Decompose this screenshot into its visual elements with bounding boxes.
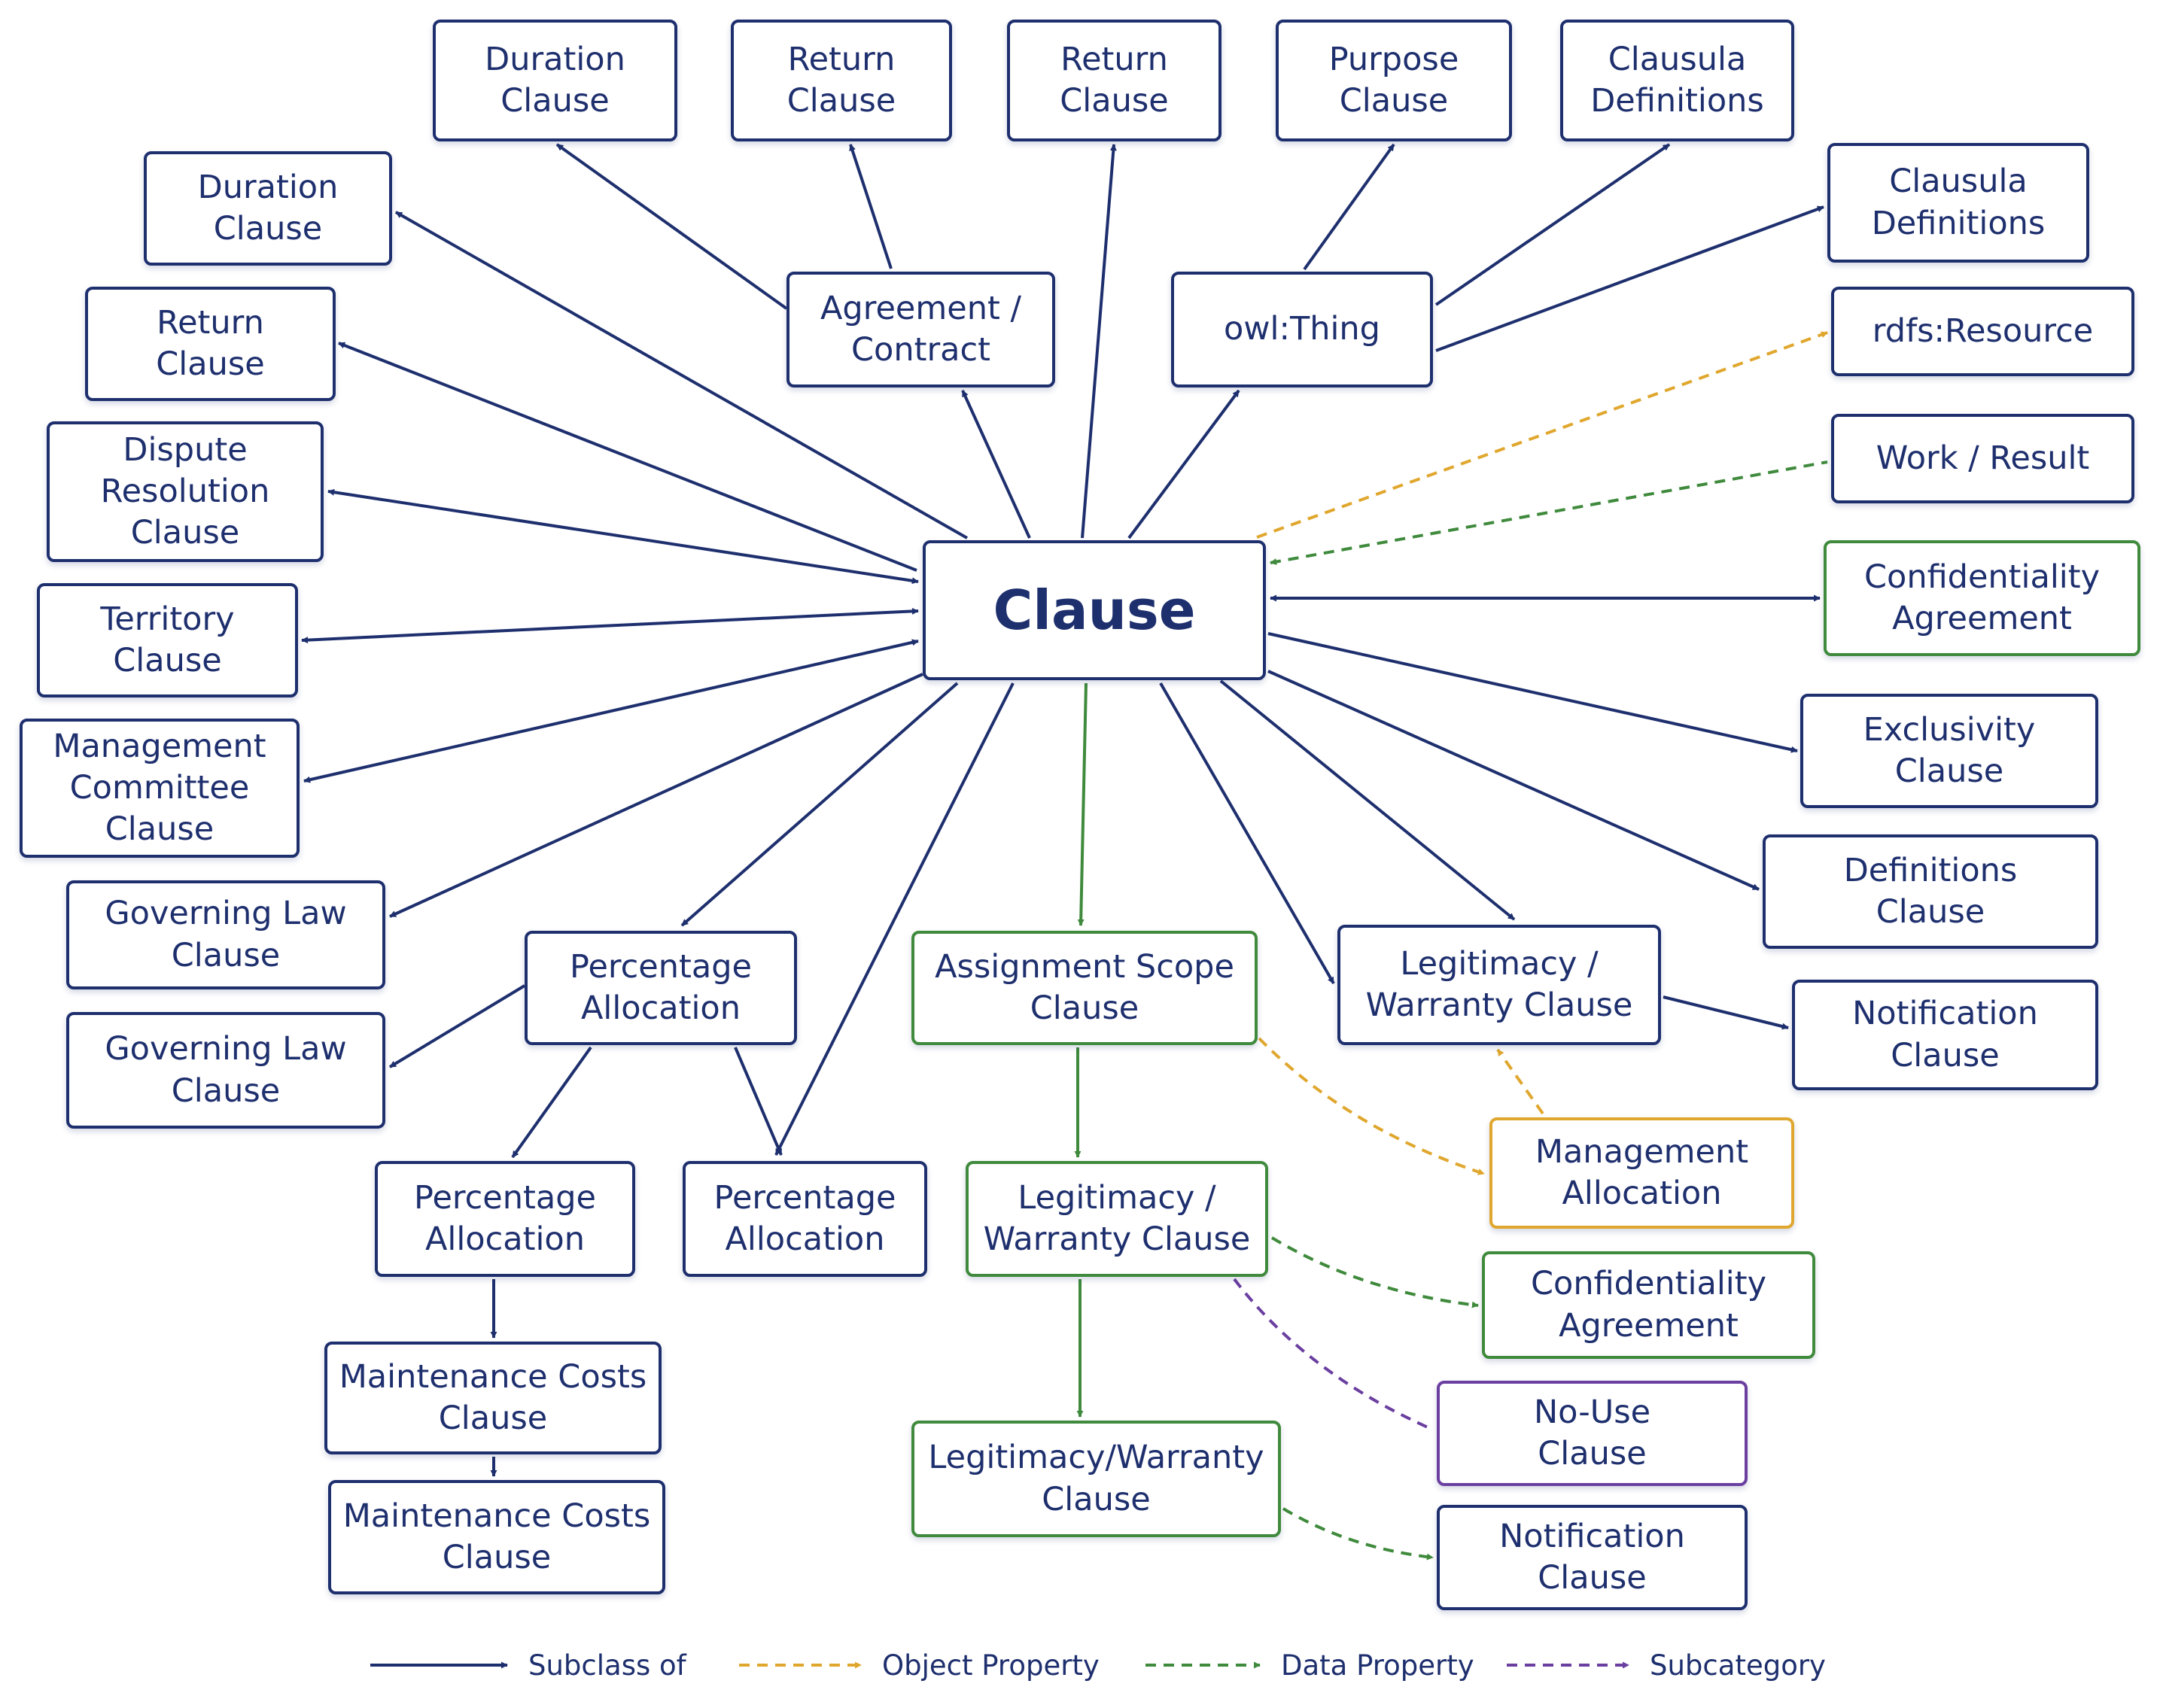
node-legitimacy-warranty-clause-3: Legitimacy/Warranty Clause bbox=[911, 1421, 1281, 1537]
edge-territory-to-clause bbox=[301, 607, 919, 644]
legend-data-line bbox=[1145, 1661, 1261, 1669]
edge-agreement-to-duration-top bbox=[555, 143, 788, 310]
node-notification-clause-1: Notification Clause bbox=[1792, 980, 2098, 1090]
edge-clause-to-definitions bbox=[1267, 670, 1760, 891]
node-owl-thing: owl:Thing bbox=[1171, 272, 1433, 387]
edge-clause-to-legit-1b bbox=[1219, 679, 1516, 921]
node-percentage-allocation-2: Percentage Allocation bbox=[375, 1161, 635, 1277]
node-agreement-contract: Agreement / Contract bbox=[786, 272, 1055, 387]
node-duration-clause-top: Duration Clause bbox=[433, 20, 677, 141]
node-percentage-allocation-1: Percentage Allocation bbox=[525, 931, 797, 1045]
edge-pct1-to-pct3 bbox=[734, 1047, 783, 1156]
node-clausula-definitions-top: Clausula Definitions bbox=[1560, 20, 1794, 141]
edge-legit2-to-conf2 bbox=[1270, 1236, 1479, 1308]
edge-clause-to-legit-1 bbox=[1159, 682, 1335, 984]
edge-legit3-to-notif2 bbox=[1282, 1507, 1434, 1561]
edge-clause-to-work bbox=[1270, 460, 1828, 565]
node-clausula-definitions-right: Clausula Definitions bbox=[1827, 143, 2089, 263]
legend: Subclass of Object Property Data Propert… bbox=[369, 1639, 1874, 1691]
node-legitimacy-warranty-clause-1: Legitimacy / Warranty Clause bbox=[1337, 925, 1661, 1045]
node-rdfs-resource: rdfs:Resource bbox=[1831, 287, 2134, 376]
edge-legit1-to-notif1 bbox=[1663, 995, 1789, 1030]
node-percentage-allocation-3: Percentage Allocation bbox=[683, 1161, 927, 1277]
node-governing-law-clause-2: Governing Law Clause bbox=[66, 1012, 385, 1129]
node-legitimacy-warranty-clause-2: Legitimacy / Warranty Clause bbox=[966, 1161, 1268, 1277]
node-management-committee-clause: Management Committee Clause bbox=[20, 719, 300, 858]
node-exclusivity-clause: Exclusivity Clause bbox=[1800, 694, 2098, 808]
edge-dispute-to-clause bbox=[327, 488, 919, 585]
edge-assign-to-mgmtalloc bbox=[1258, 1037, 1485, 1175]
edge-clause-to-pct-alloc-1 bbox=[680, 682, 959, 927]
edge-clause-to-exclusivity bbox=[1267, 632, 1798, 753]
edge-owl-to-purpose bbox=[1303, 143, 1395, 271]
legend-subcategory-line bbox=[1507, 1661, 1629, 1669]
node-maintenance-costs-clause-2: Maintenance Costs Clause bbox=[328, 1480, 665, 1594]
legend-object-line bbox=[739, 1661, 862, 1669]
edge-legit2-to-nouse bbox=[1233, 1278, 1434, 1431]
edge-clause-to-assign bbox=[1077, 682, 1088, 926]
legend-object-property: Object Property bbox=[738, 1639, 1100, 1691]
edge-clause-to-return-top-2 bbox=[1081, 144, 1117, 539]
node-purpose-clause: Purpose Clause bbox=[1276, 20, 1512, 141]
edge-agreement-to-return-top-1 bbox=[849, 144, 893, 269]
node-return-clause-top-1: Return Clause bbox=[731, 20, 952, 141]
legend-subcategory: Subcategory bbox=[1505, 1639, 1826, 1691]
legend-subclass-line bbox=[370, 1661, 508, 1669]
legend-subclass-label: Subclass of bbox=[528, 1649, 686, 1682]
node-notification-clause-2: Notification Clause bbox=[1437, 1505, 1748, 1610]
node-duration-clause-left: Duration Clause bbox=[144, 151, 392, 266]
node-maintenance-costs-clause-1: Maintenance Costs Clause bbox=[324, 1342, 662, 1454]
legend-subclass: Subclass of bbox=[369, 1639, 686, 1691]
node-definitions-clause: Definitions Clause bbox=[1763, 834, 2098, 949]
node-no-use-clause: No-Use Clause bbox=[1437, 1381, 1748, 1486]
node-return-clause-top-2: Return Clause bbox=[1007, 20, 1221, 141]
edge-clause-to-duration-left bbox=[395, 211, 968, 539]
node-confidentiality-agreement-right: Confidentiality Agreement bbox=[1824, 540, 2140, 656]
node-governing-law-clause-1: Governing Law Clause bbox=[66, 880, 385, 989]
node-management-allocation: Management Allocation bbox=[1489, 1117, 1794, 1229]
node-clause: Clause bbox=[923, 540, 1266, 680]
node-confidentiality-agreement-lower: Confidentiality Agreement bbox=[1482, 1251, 1815, 1359]
edge-owl-to-clausula-top bbox=[1434, 143, 1671, 306]
edge-clause-to-governing-law-1 bbox=[389, 673, 923, 918]
edge-owl-to-clausula-right bbox=[1435, 205, 1824, 352]
node-assignment-scope-clause: Assignment Scope Clause bbox=[911, 931, 1258, 1045]
edge-clause-to-agreement bbox=[961, 390, 1031, 539]
edge-mgmtalloc-to-legit1 bbox=[1496, 1048, 1544, 1115]
legend-object-label: Object Property bbox=[882, 1649, 1100, 1682]
node-work-result: Work / Result bbox=[1831, 414, 2134, 503]
node-return-clause-left: Return Clause bbox=[85, 287, 336, 401]
node-dispute-resolution-clause: Dispute Resolution Clause bbox=[47, 421, 324, 562]
edge-mgmt-committee-to-clause bbox=[303, 639, 919, 783]
legend-data-label: Data Property bbox=[1281, 1649, 1474, 1682]
legend-subcategory-label: Subcategory bbox=[1650, 1649, 1826, 1682]
edge-pct1-to-governing-law-2 bbox=[388, 984, 526, 1068]
edge-clause-to-pct-alloc-3 bbox=[774, 682, 1015, 1156]
node-territory-clause: Territory Clause bbox=[37, 583, 298, 697]
edge-clause-to-owl bbox=[1127, 389, 1240, 539]
legend-data-property: Data Property bbox=[1144, 1639, 1474, 1691]
edge-pct1-to-pct2 bbox=[511, 1046, 592, 1159]
